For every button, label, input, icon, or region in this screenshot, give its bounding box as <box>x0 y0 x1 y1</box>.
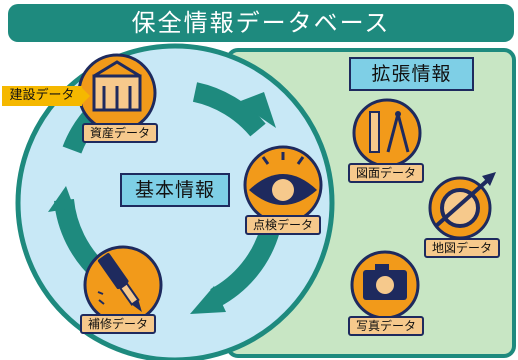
map-data-label: 地図データ <box>424 238 500 258</box>
repair-tool-icon <box>83 245 163 325</box>
map-globe-icon <box>428 172 496 240</box>
eye-icon <box>243 145 323 225</box>
inspection-data-label: 点検データ <box>245 215 321 235</box>
core-info-heading: 基本情報 <box>120 173 230 207</box>
building-icon <box>77 53 157 133</box>
extended-info-heading: 拡張情報 <box>349 57 474 91</box>
page-title: 保全情報データベース <box>8 4 514 42</box>
photo-data-label: 写真データ <box>348 316 424 336</box>
construction-data-label: 建設データ <box>2 86 82 106</box>
repair-data-label: 補修データ <box>80 314 156 334</box>
construction-data-arrow <box>80 86 90 106</box>
drawing-data-label: 図面データ <box>348 163 424 183</box>
drawing-tools-icon <box>352 98 422 168</box>
camera-icon <box>350 250 420 320</box>
asset-data-label: 資産データ <box>82 123 158 143</box>
